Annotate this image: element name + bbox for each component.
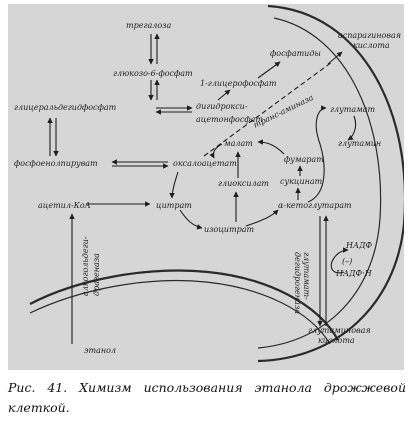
- label-glyoxylate: глиоксилат: [218, 179, 269, 188]
- arrow-oaa-to-citrate: [169, 171, 179, 199]
- label-aspartic-acid-2: кислота: [353, 41, 390, 50]
- membrane-lower-inner: [29, 279, 331, 345]
- arrow-isocitrate-to-akg: [245, 209, 279, 227]
- label-phosphatides: фосфатиды: [270, 49, 321, 58]
- figure-panel: трегалоза глюкозо-6-фосфат глицеральдеги…: [8, 4, 404, 370]
- arrow-glycerophosphate-to-phosphatides: [257, 61, 281, 79]
- label-phosphoenolpyruvate: фосфоенолпируват: [14, 159, 98, 168]
- label-glyceraldehyde-phosphate: глицеральдегидфосфат: [14, 103, 117, 112]
- figure-caption: Рис. 41. Химизм использования этанола др…: [8, 380, 406, 415]
- arrow-glutamate-to-glutamine: [347, 115, 357, 141]
- label-dihydroxy: дигидрокси-: [196, 102, 248, 111]
- metabolic-pathway-diagram: трегалоза глюкозо-6-фосфат глицеральдеги…: [14, 4, 404, 363]
- arrow-fumarate-to-malate: [257, 139, 285, 155]
- label-glucose-6-phosphate: глюкозо-6-фосфат: [113, 69, 193, 78]
- label-ethanol: этанол: [84, 346, 116, 355]
- label-glutamic-acid: глутаминовая: [308, 326, 371, 335]
- label-trehalose: трегалоза: [126, 21, 172, 30]
- label-transaminase: транс-аминаза: [252, 93, 315, 130]
- label-alcohol-dehydrogenase-1: алкогольдеги-: [81, 236, 90, 296]
- membrane-lower-outer: [29, 269, 339, 341]
- arrow-akg-to-glutamate: [307, 105, 327, 203]
- label-citrate: цитрат: [156, 201, 192, 210]
- arrow-citrate-to-isocitrate: [179, 209, 203, 230]
- arrow-nadph-loop: [330, 247, 349, 274]
- label-alcohol-dehydrogenase-2: драгеназа: [92, 253, 101, 296]
- label-glutamate: глутамат: [330, 105, 376, 114]
- label-nadp: НАДФ: [345, 241, 373, 250]
- cell-wall-inner: [257, 17, 382, 349]
- label-fumarate: фумарат: [284, 155, 324, 164]
- dashed-transaminase-to-aspartic-acid: [203, 61, 333, 157]
- arrow-dhap-to-glycerophosphate: [217, 89, 231, 101]
- arrow-aspartic-acid: [327, 51, 343, 65]
- label-aspartic-acid: аспарагиновая: [338, 31, 401, 40]
- label-glutamic-acid-2: кислота: [318, 336, 355, 345]
- label-isocitrate: изоцитрат: [204, 225, 255, 234]
- label-glycerophosphate: 1-глицерофосфат: [200, 79, 277, 88]
- label-acetyl-coa: ацетил-КоА: [38, 201, 91, 210]
- label-nadph: НАДФ·Н: [335, 269, 373, 278]
- label-glutamate-dehydrogenase-2: дегидрогеназа: [293, 252, 302, 314]
- label-minus: (–): [342, 257, 352, 266]
- label-acetone-phosphate: ацетонфосфат: [196, 115, 263, 124]
- label-glutamine: глутамин: [338, 139, 381, 148]
- label-succinate: сукцинат: [280, 177, 323, 186]
- label-malate: малат: [224, 139, 253, 148]
- arrow-malate-to-oaa: [209, 143, 223, 159]
- label-alpha-ketoglutarate: α-кетоглутарат: [278, 201, 352, 210]
- label-oxaloacetate: оксалоацетат: [173, 159, 237, 168]
- label-glutamate-dehydrogenase-1: глутамат-: [302, 252, 311, 300]
